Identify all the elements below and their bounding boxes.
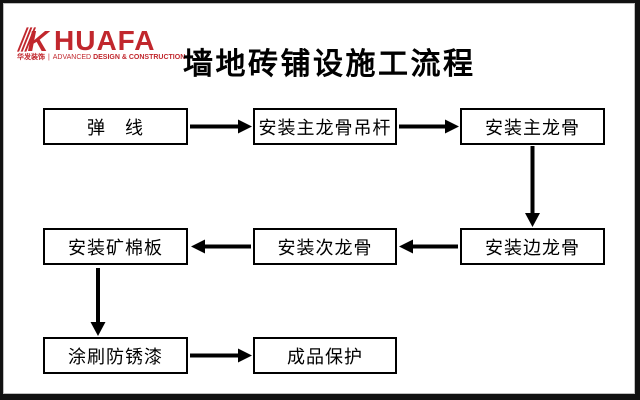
arrow-snap-line-to-main-keel-hanger — [190, 119, 252, 134]
huafa-k-icon: K — [17, 27, 51, 52]
node-paint-anti-rust: 涂刷防锈漆 — [43, 337, 188, 374]
brand-name: HUAFA — [54, 25, 156, 56]
tagline-en-light: ADVANCED — [52, 54, 92, 61]
node-snap-line: 弹 线 — [43, 108, 188, 145]
node-install-main-keel: 安装主龙骨 — [460, 108, 605, 145]
brand-tagline: 华发装饰 | ADVANCED DESIGN & CONSTRUCTION — [17, 54, 187, 62]
arrow-main-keel-hanger-to-main-keel — [399, 119, 459, 134]
node-install-secondary-keel: 安装次龙骨 — [253, 228, 397, 265]
node-install-main-keel-hanger: 安装主龙骨吊杆 — [253, 108, 397, 145]
node-finished-product-protection: 成品保护 — [253, 337, 397, 374]
arrow-secondary-keel-to-mineral-wool — [191, 239, 251, 254]
tagline-cn: 华发装饰 — [17, 54, 45, 61]
page-title: 墙地砖铺设施工流程 — [183, 48, 476, 82]
arrow-edge-keel-to-secondary-keel — [399, 239, 458, 254]
node-install-edge-keel: 安装边龙骨 — [460, 228, 605, 265]
node-install-mineral-wool-board: 安装矿棉板 — [43, 228, 188, 265]
tagline-en-bold: DESIGN & CONSTRUCTION — [93, 54, 186, 61]
tagline-separator: | — [47, 54, 50, 61]
arrow-mineral-wool-to-anti-rust — [90, 268, 106, 336]
arrow-anti-rust-to-protection — [190, 348, 252, 363]
k-letter: K — [28, 27, 51, 52]
arrow-main-keel-to-edge-keel — [525, 146, 540, 227]
huafa-logo: K HUAFA — [17, 25, 156, 56]
